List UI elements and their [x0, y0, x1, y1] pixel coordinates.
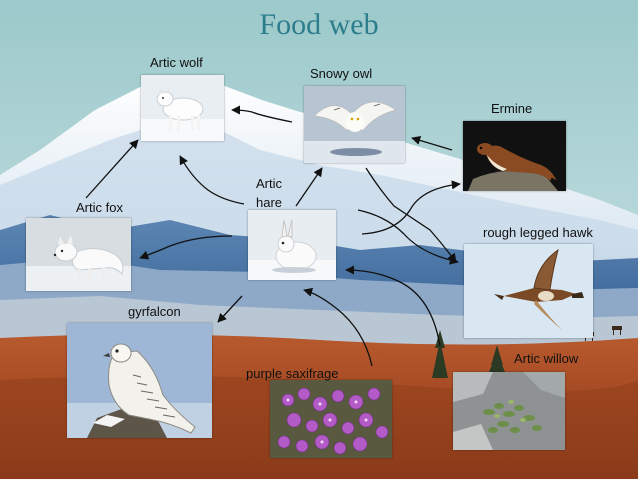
ermine-photo [463, 121, 566, 191]
snowy-owl-photo [304, 86, 405, 163]
label-rough-legged-hawk: rough legged hawk [483, 225, 593, 240]
arctic-wolf-photo [141, 75, 224, 141]
arctic-willow-photo [453, 372, 565, 450]
label-gyrfalcon: gyrfalcon [128, 304, 181, 319]
purple-saxifrage-photo [270, 380, 392, 458]
label-arctic-fox: Artic fox [76, 200, 123, 215]
label-arctic-hare: Artic hare [256, 176, 283, 210]
label-snowy-owl: Snowy owl [310, 66, 373, 81]
label-arctic-willow: Artic willow [514, 351, 579, 366]
label-ermine: Ermine [491, 101, 533, 116]
rough-legged-hawk-photo [464, 244, 593, 338]
arctic-hare-photo [248, 210, 336, 280]
slide-title: Food web [259, 8, 379, 41]
label-arctic-wolf: Artic wolf [150, 55, 203, 70]
arctic-fox-photo [26, 218, 131, 291]
gyrfalcon-photo [67, 323, 212, 438]
label-purple-saxifrage: purple saxifrage [246, 366, 339, 381]
